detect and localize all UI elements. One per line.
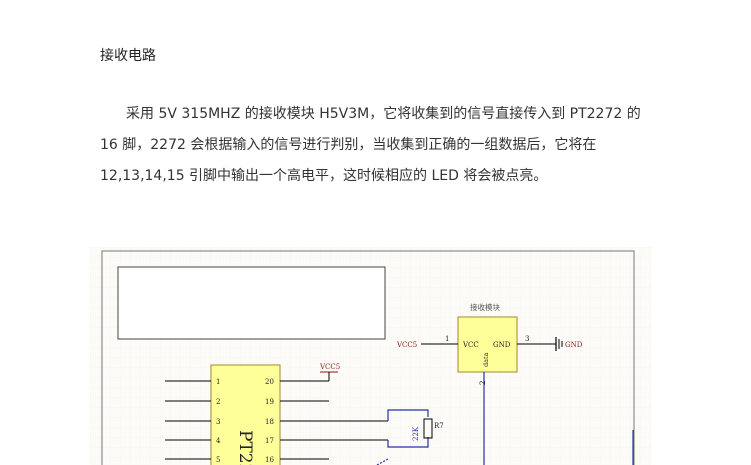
resistor-ref: R7 [434,422,444,430]
chip-right-pin: 19 [265,398,274,406]
pin-3-label: 3 [525,335,529,343]
circuit-schematic: 接收模块 VCC GND data 1 VCC5 3 GND 2 VCC5 PT… [90,247,651,465]
chip-left-pin: 5 [216,456,220,464]
chip-vcc5-label: VCC5 [319,363,340,371]
vcc5-net-label: VCC5 [396,341,417,349]
chip-right-pin: 17 [265,437,274,445]
chip-right-pin: 16 [265,456,274,464]
pin-1-label: 1 [445,335,449,343]
chip-left-pin: 3 [216,418,220,426]
section-heading: 接收电路 [100,48,156,64]
pin-2-label: 2 [479,381,487,385]
chip-left-pin: 1 [216,378,220,386]
title-block [117,266,386,340]
chip-label: PT22 [235,430,255,465]
module-data-pin: data [482,352,490,367]
body-paragraph: 采用 5V 315MHZ 的接收模块 H5V3M，它将收集到的信号直接传入到 P… [100,106,641,184]
resistor-value: 22K [412,426,420,441]
chip-right-pin: 18 [265,418,274,426]
sheet-frame [101,250,635,465]
chip-right-pin: 20 [265,378,274,386]
chip-left-pin: 2 [216,398,220,406]
module-title: 接收模块 [470,302,500,312]
module-vcc-pin: VCC [462,341,479,349]
resistor-r7 [423,418,433,439]
chip-left-pin: 4 [216,437,221,445]
pt2272-chip [210,364,281,465]
module-gnd-pin: GND [493,341,511,349]
gnd-net-label: GND [565,341,583,349]
